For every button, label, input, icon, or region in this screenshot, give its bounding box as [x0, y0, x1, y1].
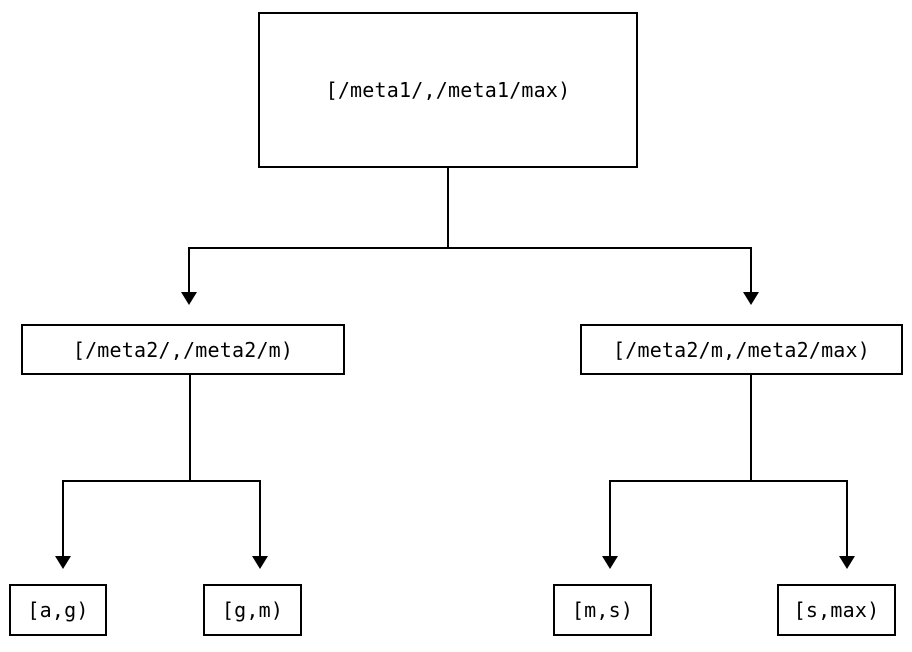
edge-level1-left-drop	[188, 247, 190, 293]
arrow-down-icon-leaf2	[252, 556, 268, 569]
node-mid-right[interactable]: [/meta2/m,/meta2/max)	[580, 324, 903, 375]
edge-leaf1-drop	[62, 480, 64, 557]
arrow-down-icon-level1-right	[743, 292, 759, 305]
node-mid-left-label: [/meta2/,/meta2/m)	[72, 337, 294, 362]
node-leaf-3-label: [m,s)	[571, 598, 634, 622]
node-leaf-3[interactable]: [m,s)	[553, 584, 652, 636]
node-leaf-2-label: [g,m)	[221, 598, 284, 622]
arrow-down-icon-leaf3	[602, 556, 618, 569]
edge-level1-right-drop	[750, 247, 752, 293]
edge-right-subtree-bar	[609, 480, 848, 482]
node-leaf-4[interactable]: [s,max)	[777, 584, 896, 636]
node-leaf-1[interactable]: [a,g)	[9, 584, 107, 636]
edge-root-stem	[447, 168, 449, 249]
node-mid-right-label: [/meta2/m,/meta2/max)	[612, 337, 871, 362]
node-root-label: [/meta1/,/meta1/max)	[325, 78, 571, 102]
arrow-down-icon-leaf1	[55, 556, 71, 569]
node-leaf-1-label: [a,g)	[27, 598, 89, 622]
node-leaf-2[interactable]: [g,m)	[203, 584, 302, 636]
edge-leaf3-drop	[609, 480, 611, 557]
edge-level1-bar	[188, 247, 752, 249]
node-root[interactable]: [/meta1/,/meta1/max)	[258, 12, 638, 168]
edge-leaf4-drop	[846, 480, 848, 557]
arrow-down-icon-leaf4	[839, 556, 855, 569]
edge-left-subtree-stem	[189, 375, 191, 482]
node-mid-left[interactable]: [/meta2/,/meta2/m)	[21, 324, 345, 375]
edge-leaf2-drop	[259, 480, 261, 557]
edge-right-subtree-stem	[750, 375, 752, 482]
node-leaf-4-label: [s,max)	[793, 598, 880, 622]
edge-left-subtree-bar	[62, 480, 261, 482]
arrow-down-icon-level1-left	[181, 292, 197, 305]
